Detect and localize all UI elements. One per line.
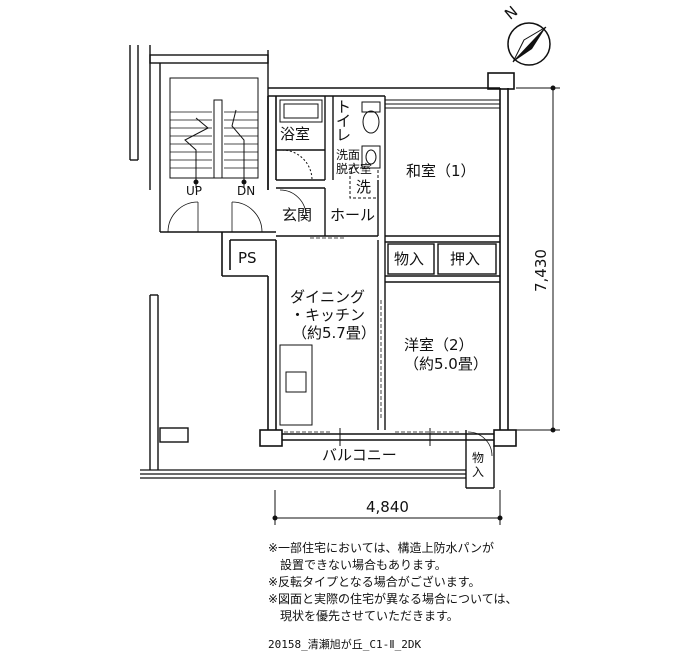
- note-line-2: 設置できない場合もあります。: [268, 558, 447, 572]
- dimension-depth-label: 7,430: [532, 249, 550, 292]
- unit-walls: [221, 72, 517, 447]
- label-washer: 洗: [356, 178, 371, 196]
- label-western-1: 洋室（2）: [404, 336, 474, 354]
- label-japanese-room: 和室（1）: [406, 162, 476, 180]
- balcony-rail: [140, 469, 466, 479]
- label-bath: 浴室: [280, 125, 310, 143]
- label-storage-2a: 物: [472, 451, 484, 465]
- stair-down-label: DN: [237, 184, 255, 198]
- stairwell-wall: [149, 54, 269, 64]
- dimension-width: [272, 490, 503, 525]
- note-line-1: ※一部住宅においては、構造上防水パンが: [268, 541, 495, 555]
- label-ps: PS: [238, 249, 257, 267]
- compass-north-label: N: [501, 2, 521, 23]
- stair-direction-line-2: [231, 109, 245, 188]
- toilet-fixture: [361, 101, 381, 134]
- stair-center-rail: [213, 99, 223, 179]
- compass-ring: [507, 22, 551, 66]
- note-line-4: ※図面と実際の住宅が異なる場合については、: [268, 592, 518, 606]
- label-western-2: （約5.0畳）: [404, 355, 488, 373]
- kitchen-counter: [279, 344, 313, 426]
- stair-direction-line: [184, 117, 209, 188]
- stair-up-label: UP: [186, 184, 202, 198]
- dimension-width-label: 4,840: [366, 498, 409, 516]
- label-toilet-3: レ: [336, 126, 351, 144]
- interior-doors: [279, 189, 493, 457]
- label-hall: ホール: [330, 206, 375, 224]
- interior-walls: [276, 96, 500, 489]
- stair-down-dot: [241, 179, 247, 185]
- plan-caption: 20158_清瀬旭が丘_C1-Ⅱ_2DK: [268, 638, 422, 651]
- label-closet: 押入: [450, 250, 480, 268]
- label-balcony: バルコニー: [322, 446, 397, 464]
- door-swing-left: [167, 201, 199, 233]
- note-line-5: 現状を優先させていただきます。: [268, 609, 459, 623]
- stair-up-dot: [193, 179, 199, 185]
- label-toilet-1: ト: [336, 98, 351, 116]
- label-dining-1: ダイニング: [290, 288, 365, 306]
- bathtub: [279, 99, 323, 181]
- note-line-3: ※反転タイプとなる場合がございます。: [268, 575, 481, 589]
- label-washroom-1: 洗面: [336, 148, 360, 162]
- label-storage-1: 物入: [394, 250, 424, 268]
- compass-needle-light: [512, 26, 547, 63]
- washer-area: [349, 167, 379, 199]
- stairwell: UP DN: [149, 45, 269, 233]
- label-storage-2b: 入: [472, 465, 484, 479]
- window-marks: [339, 99, 500, 446]
- label-dining-3: （約5.7畳）: [292, 324, 376, 342]
- door-swing-right: [231, 201, 263, 233]
- label-dining-2: ・キッチン: [290, 306, 365, 324]
- label-toilet-2: イ: [336, 112, 351, 130]
- compass: N: [501, 2, 551, 66]
- stair-treads: [170, 111, 258, 169]
- dimension-depth: [516, 85, 560, 433]
- left-structure: [129, 45, 189, 470]
- label-washroom-2: 脱衣室: [336, 161, 372, 176]
- label-entrance: 玄関: [282, 206, 312, 224]
